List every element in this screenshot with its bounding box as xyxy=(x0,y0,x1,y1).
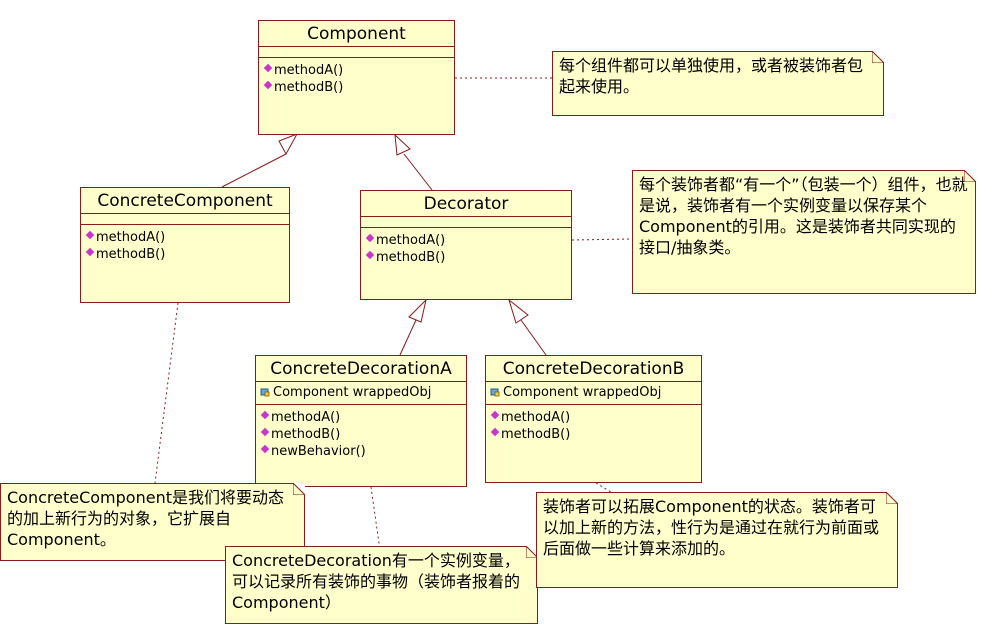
inheritance-arrowhead xyxy=(508,298,529,324)
operation-methoda: methodA() xyxy=(260,409,460,426)
note-link-decorator xyxy=(571,238,633,241)
attribute-wrappedobj: Component wrappedObj xyxy=(260,385,431,400)
note-text: ConcreteComponent是我们将要动态的加上新行为的对象，它扩展自Co… xyxy=(7,488,284,549)
class-decorator[interactable]: Decorator methodA() methodB() xyxy=(360,190,572,300)
note-concrete-decoration-a[interactable]: ConcreteDecoration有一个实例变量，可以记录所有装饰的事物（装饰… xyxy=(225,546,538,624)
operation-newbehavior: newBehavior() xyxy=(260,443,460,460)
class-name: ConcreteComponent xyxy=(81,188,289,214)
class-concrete-component[interactable]: ConcreteComponent methodA() methodB() xyxy=(80,187,290,303)
note-fold-icon xyxy=(964,170,976,182)
note-link-decorationa xyxy=(370,486,381,551)
operation-label: methodB() xyxy=(271,427,341,442)
operations-compartment: methodA() methodB() xyxy=(81,225,289,267)
operation-icon xyxy=(490,410,500,419)
operation-methodb: methodB() xyxy=(263,79,448,96)
operation-icon xyxy=(490,427,500,436)
note-fold-icon xyxy=(872,51,884,63)
operation-label: methodB() xyxy=(501,427,571,442)
operation-label: methodA() xyxy=(271,410,341,425)
operation-label: methodB() xyxy=(274,80,344,95)
inheritance-arrowhead xyxy=(278,133,299,156)
attribute-label: Component wrappedObj xyxy=(273,385,432,400)
operation-label: methodA() xyxy=(96,230,166,245)
operation-methoda: methodA() xyxy=(263,62,448,79)
operation-icon xyxy=(365,233,375,242)
inheritance-arrowhead xyxy=(394,133,411,156)
class-name: ConcreteDecorationB xyxy=(486,356,701,382)
note-text: 每个装饰者都“有一个”（包装一个）组件，也就是说，装饰者有一个实例变量以保存某个… xyxy=(639,175,968,257)
generalization-line-decorationa xyxy=(399,319,417,356)
note-link-concretecomponent xyxy=(154,302,179,484)
operation-icon xyxy=(260,410,270,419)
operations-compartment: methodA() methodB() xyxy=(486,405,701,447)
note-fold-icon xyxy=(293,483,305,495)
attributes-compartment: Component wrappedObj xyxy=(256,382,466,405)
operation-label: methodA() xyxy=(501,410,571,425)
note-link-decorationb xyxy=(595,482,612,493)
operation-label: methodB() xyxy=(96,247,166,262)
class-concrete-decoration-a[interactable]: ConcreteDecorationA Component wrappedObj… xyxy=(255,355,467,487)
attributes-compartment xyxy=(361,217,571,228)
operation-methoda: methodA() xyxy=(365,232,565,249)
operation-icon xyxy=(85,230,95,239)
operation-icon xyxy=(85,247,95,256)
operation-icon xyxy=(260,444,270,453)
operation-methoda: methodA() xyxy=(490,409,695,426)
note-fold-icon xyxy=(526,546,538,558)
attribute-wrappedobj: Component wrappedObj xyxy=(490,385,661,400)
operations-compartment: methodA() methodB() xyxy=(361,228,571,270)
note-text: 装饰者可以拓展Component的状态。装饰者可以加上新的方法，性行为是通过在就… xyxy=(543,497,880,558)
attributes-compartment xyxy=(81,214,289,225)
operation-methodb: methodB() xyxy=(260,426,460,443)
generalization-line-decorationb xyxy=(520,319,547,356)
operation-icon xyxy=(365,250,375,259)
attribute-icon xyxy=(490,388,500,397)
operation-label: methodA() xyxy=(376,233,446,248)
operation-icon xyxy=(263,80,273,89)
class-name: ConcreteDecorationA xyxy=(256,356,466,382)
operation-label: newBehavior() xyxy=(271,444,366,459)
note-fold-icon xyxy=(886,492,898,504)
note-concrete-decoration-b[interactable]: 装饰者可以拓展Component的状态。装饰者可以加上新的方法，性行为是通过在就… xyxy=(536,492,898,588)
operation-methodb: methodB() xyxy=(365,249,565,266)
note-text: 每个组件都可以单独使用，或者被装饰者包起来使用。 xyxy=(559,56,864,96)
class-name: Component xyxy=(259,21,454,47)
inheritance-arrowhead xyxy=(408,298,427,323)
attribute-label: Component wrappedObj xyxy=(503,385,662,400)
operation-methodb: methodB() xyxy=(85,246,283,263)
note-component[interactable]: 每个组件都可以单独使用，或者被装饰者包起来使用。 xyxy=(552,51,884,116)
generalization-line-decorator xyxy=(403,153,433,191)
operation-icon xyxy=(260,427,270,436)
note-decorator[interactable]: 每个装饰者都“有一个”（包装一个）组件，也就是说，装饰者有一个实例变量以保存某个… xyxy=(632,170,976,294)
class-name: Decorator xyxy=(361,191,571,217)
operation-icon xyxy=(263,63,273,72)
attribute-icon xyxy=(260,388,270,397)
operations-compartment: methodA() methodB() xyxy=(259,58,454,100)
generalization-line-concretecomponent xyxy=(221,153,287,188)
attributes-compartment xyxy=(259,47,454,58)
operations-compartment: methodA() methodB() newBehavior() xyxy=(256,405,466,464)
note-text: ConcreteDecoration有一个实例变量，可以记录所有装饰的事物（装饰… xyxy=(232,551,521,612)
attributes-compartment: Component wrappedObj xyxy=(486,382,701,405)
operation-methoda: methodA() xyxy=(85,229,283,246)
operation-label: methodB() xyxy=(376,250,446,265)
class-concrete-decoration-b[interactable]: ConcreteDecorationB Component wrappedObj… xyxy=(485,355,702,483)
operation-label: methodA() xyxy=(274,63,344,78)
class-component[interactable]: Component methodA() methodB() xyxy=(258,20,455,135)
operation-methodb: methodB() xyxy=(490,426,695,443)
